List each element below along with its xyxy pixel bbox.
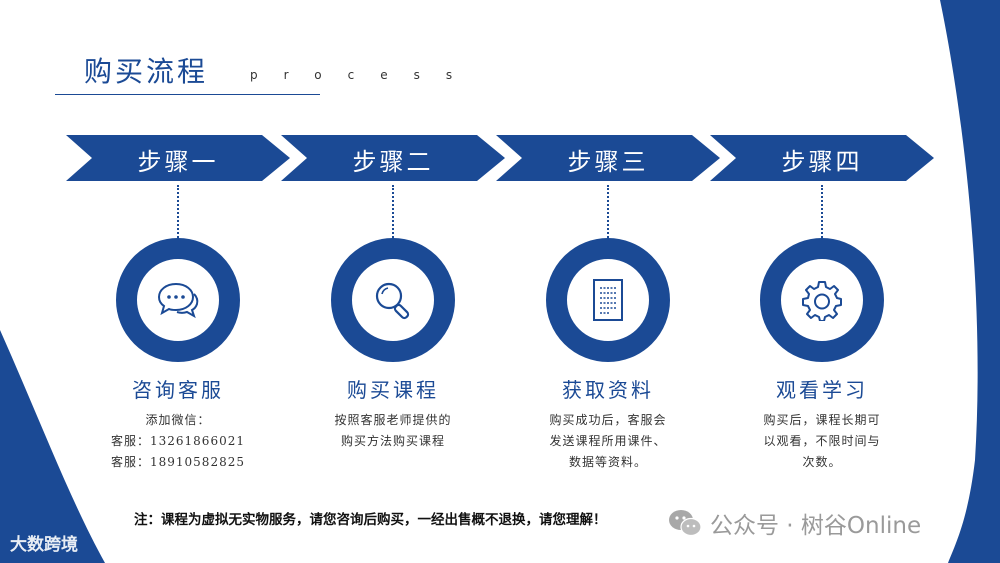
step-ring-1: [116, 238, 240, 362]
step-desc-line: 客服：18910582825: [111, 455, 245, 469]
step-name-2: 购买课程: [347, 378, 439, 402]
gear-icon: [802, 281, 842, 321]
step-desc-line: 客服：13261866021: [111, 434, 245, 448]
wechat-icon: [669, 510, 702, 537]
watermark-left: 大数跨境: [10, 535, 78, 555]
step-label-2: 步骤二: [352, 148, 434, 176]
step-desc-line: 发送课程所用课件、: [549, 434, 667, 448]
step-desc-line: 数据等资料。: [568, 455, 647, 469]
watermark-right-text: 公众号 · 树谷Online: [710, 513, 922, 539]
step-desc-line: 以观看，不限时间与: [763, 434, 881, 448]
connector-line-4: [821, 185, 823, 241]
disclaimer-note: 注：课程为虚拟无实物服务，请您咨询后购买，一经出售概不退换，请您理解！: [134, 512, 607, 528]
chat-bubbles-icon: [157, 282, 199, 319]
watermark-right: 公众号 · 树谷Online: [668, 506, 921, 540]
step-label-4: 步骤四: [781, 148, 863, 176]
step-desc-1: 添加微信： 客服：13261866021 客服：18910582825: [78, 410, 278, 473]
step-ring-2: [331, 238, 455, 362]
page-title: 购买流程: [84, 55, 209, 88]
step-desc-line: 按照客服老师提供的: [334, 413, 452, 427]
step-ring-4: [760, 238, 884, 362]
step-desc-4: 购买后，课程长期可 以观看，不限时间与 次数。: [722, 410, 922, 473]
step-desc-2: 按照客服老师提供的 购买方法购买课程: [293, 410, 493, 452]
step-desc-line: 次数。: [802, 455, 842, 469]
step-label-3: 步骤三: [567, 148, 649, 176]
step-desc-line: 添加微信：: [145, 413, 211, 427]
step-name-4: 观看学习: [776, 378, 868, 402]
connector-line-2: [392, 185, 394, 241]
title-underline: [55, 94, 320, 95]
step-desc-line: 购买后，课程长期可: [763, 413, 881, 427]
magnifier-icon: [375, 282, 410, 320]
step-ring-3: [546, 238, 670, 362]
step-name-1: 咨询客服: [132, 378, 224, 402]
step-desc-3: 购买成功后，客服会 发送课程所用课件、 数据等资料。: [508, 410, 708, 473]
step-name-3: 获取资料: [562, 378, 654, 402]
connector-line-1: [177, 185, 179, 241]
step-label-1: 步骤一: [137, 148, 219, 176]
page-subtitle: process: [250, 68, 479, 82]
step-desc-line: 购买方法购买课程: [340, 434, 445, 448]
document-icon: [593, 279, 623, 321]
connector-line-3: [607, 185, 609, 241]
step-desc-line: 购买成功后，客服会: [549, 413, 667, 427]
